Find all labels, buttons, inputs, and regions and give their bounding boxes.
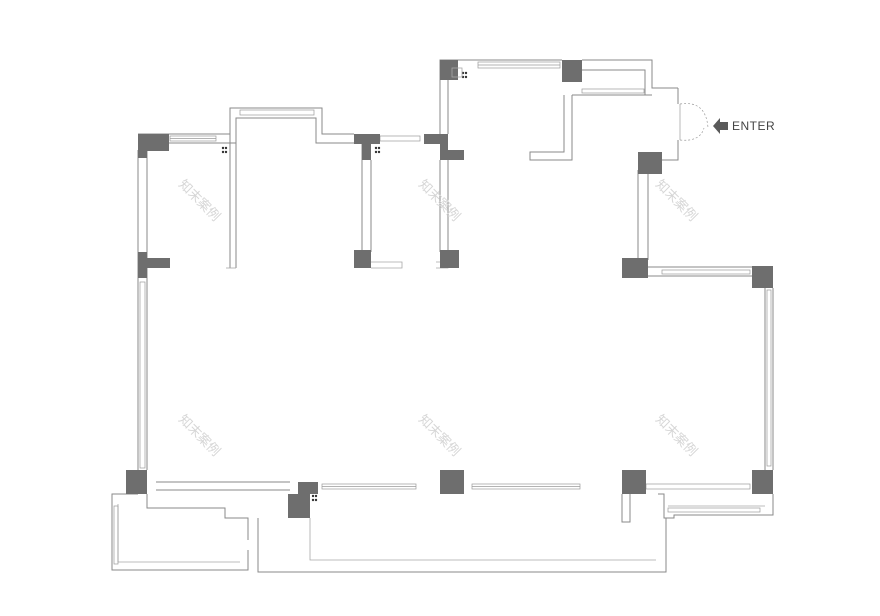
watermark-text: 知末案例 [415,412,463,460]
column [562,60,582,82]
column [362,134,371,160]
entrance-indicator: ENTER [713,118,775,134]
column [138,134,147,158]
column [752,266,773,288]
columns [126,60,773,518]
watermark-text: 知末案例 [652,177,700,225]
fixtures [221,67,468,502]
column [424,134,448,144]
column [138,258,170,268]
column [440,470,464,494]
watermark-text: 知末案例 [175,412,223,460]
column [440,250,459,268]
column [288,494,310,518]
arrow-left-icon [713,118,728,134]
column [440,150,464,160]
column [752,470,773,494]
entrance-door [679,103,709,141]
column [298,482,318,494]
watermark-text: 知末案例 [175,177,223,225]
column [622,470,646,494]
column [440,134,448,160]
column [622,258,648,278]
column [126,470,147,494]
column [638,152,662,174]
column [440,60,458,80]
watermarks: 知末案例 知末案例 知末案例 知末案例 知末案例 知末案例 [175,177,700,460]
watermark-text: 知末案例 [652,412,700,460]
column [354,250,371,268]
watermark-text: 知末案例 [415,177,463,225]
entrance-label: ENTER [732,119,775,133]
